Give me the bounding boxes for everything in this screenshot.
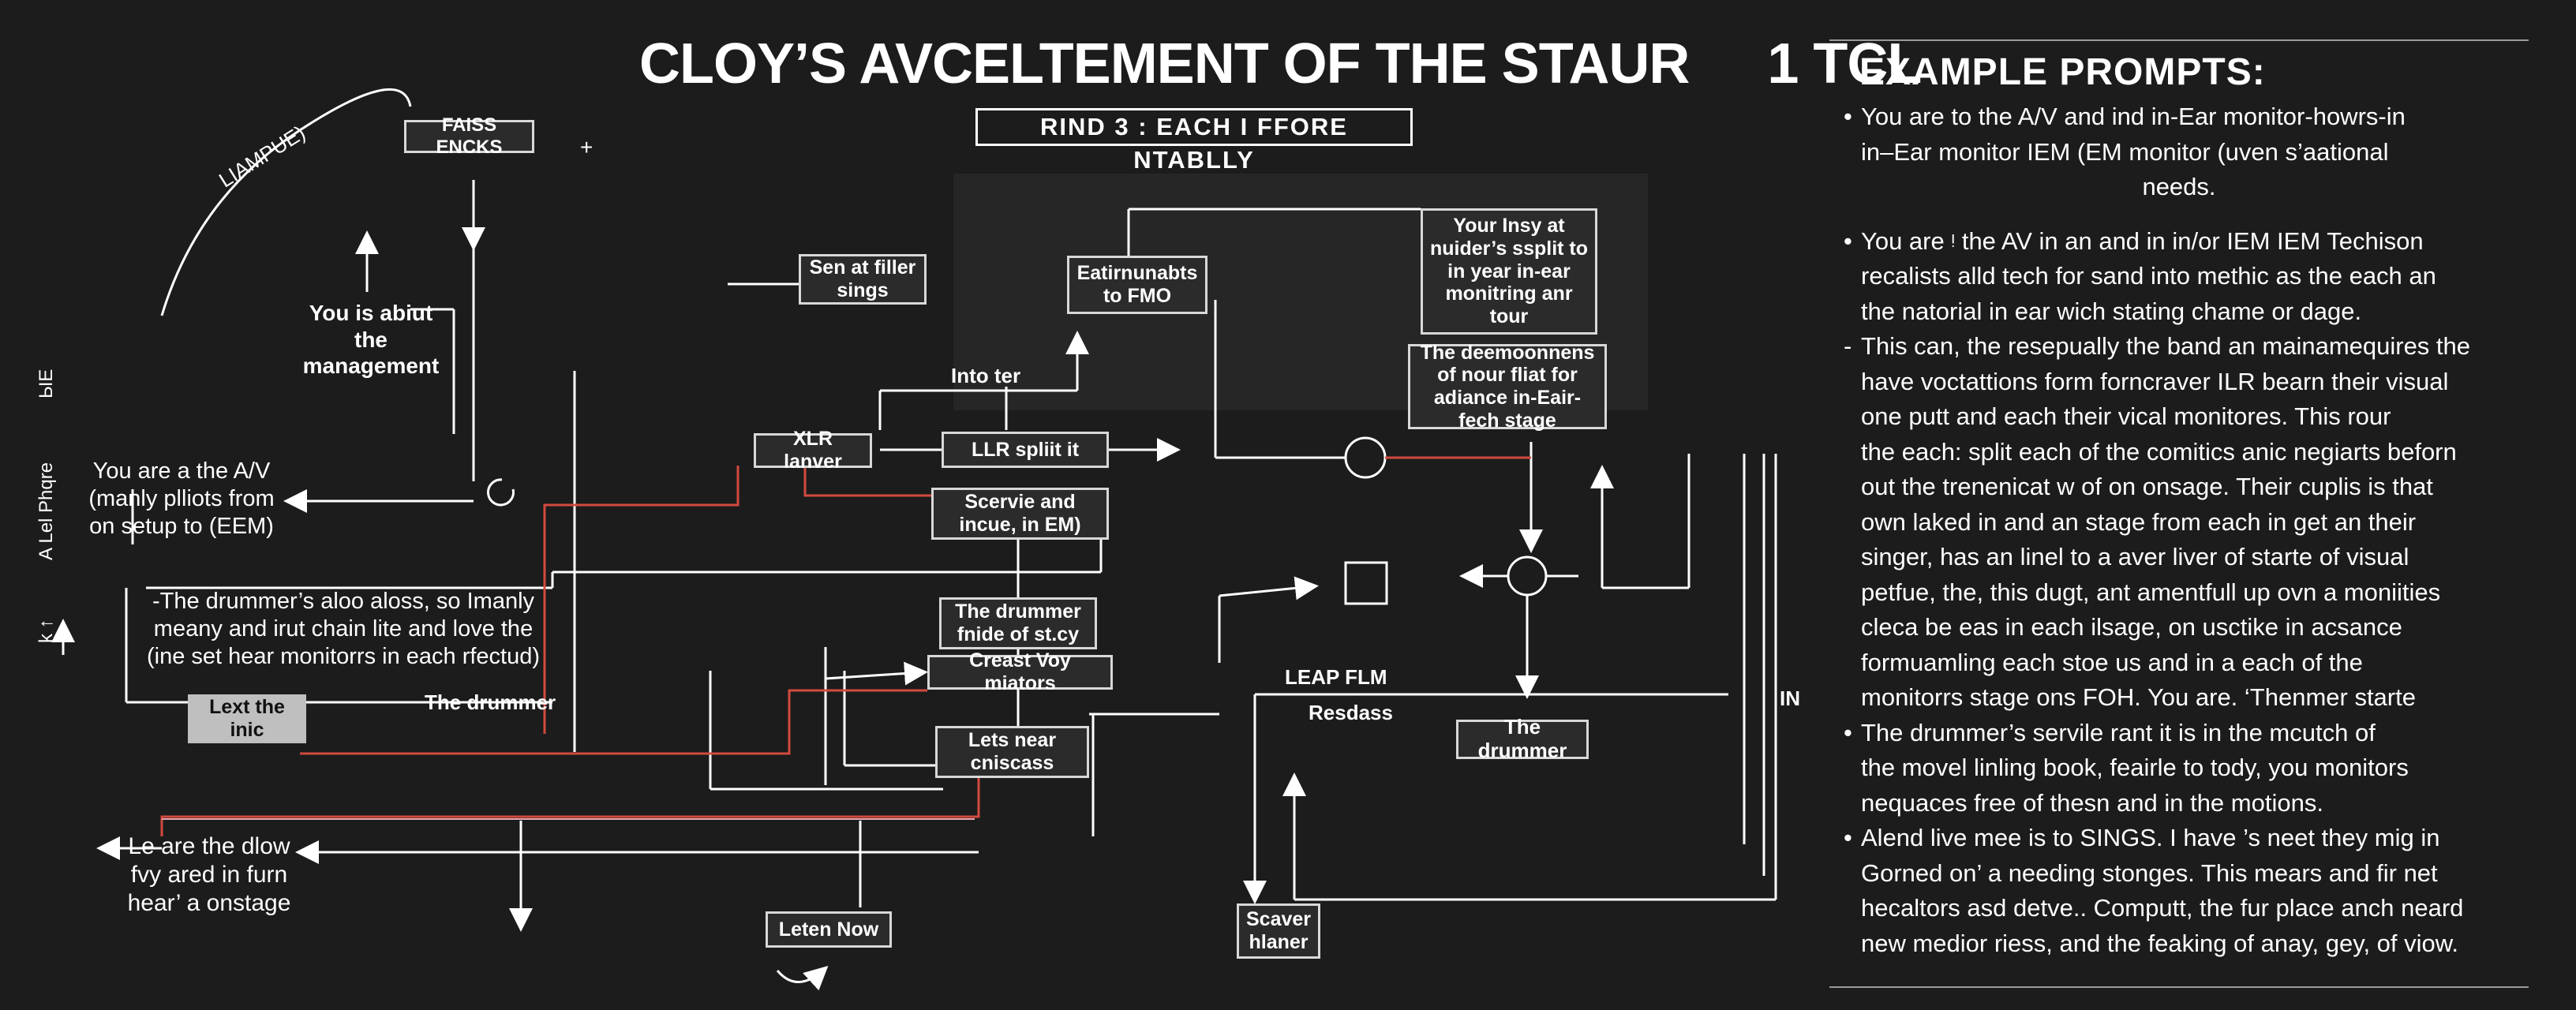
- squiggle-arrow: [776, 965, 829, 991]
- prompt-item-1: • You are to the A/V and ind in-Ear moni…: [1829, 99, 2529, 205]
- red-line-1: [543, 466, 739, 734]
- box-llr-split: LLR spliit it: [942, 432, 1109, 468]
- prompt-line: formuamling each stoe us and in a each o…: [1861, 648, 2363, 676]
- label-into-ter: Into ter: [951, 364, 1021, 387]
- node-circle-1: [1344, 436, 1387, 479]
- prompt-line: You are ᵎ the AV in an and in in/or IEM …: [1861, 226, 2424, 255]
- box-lets-near: Lets near cniscass: [935, 726, 1089, 778]
- box-faiss-encks: FAISS ENCKS: [404, 114, 534, 158]
- prompt-item-3: - This can, the resepually the band an m…: [1829, 329, 2529, 716]
- prompt-line: the natorial in ear wich stating chame o…: [1861, 297, 2362, 325]
- vertical-label-bottom: k ↑: [36, 619, 57, 643]
- label-in: IN: [1780, 686, 1800, 710]
- arrow-to-square: [1219, 576, 1319, 600]
- prompt-line: own laked in and an stage from each in g…: [1861, 507, 2417, 536]
- prompt-line: the movel linling book, feairle to tody,…: [1861, 754, 2409, 781]
- red-line-3: [300, 689, 927, 755]
- prompt-line: nequaces free of thesn and in the motion…: [1861, 788, 2323, 817]
- label-drummer-aloo: -The drummer’s aloo aloss, so Imanly mea…: [146, 589, 541, 669]
- box-the-drummer-right: The drummer: [1456, 715, 1589, 762]
- box-lext-the-inic: Lext the inic: [188, 694, 306, 743]
- prompt-line: have voctattions form forncraver ILR bea…: [1861, 367, 2449, 395]
- box-deemoonnens: The deemoonnens of nour fliat for adianc…: [1408, 342, 1607, 432]
- vertical-label-middle: A Lel Phqre: [36, 462, 57, 560]
- prompt-item-4: • The drummer’s servile rant it is in th…: [1829, 716, 2529, 821]
- page-subtitle: RIND 3 : EACH I FFORE NTABLLY: [975, 108, 1413, 174]
- bullet: •: [1844, 226, 1852, 255]
- prompt-list: • You are to the A/V and ind in-Ear moni…: [1829, 99, 2529, 961]
- prompt-line: recalists alld tech for sand into methic…: [1861, 262, 2436, 290]
- box-eatirnunabts: Eatirnunabts to FMO: [1067, 256, 1208, 314]
- prompt-line: needs.: [2142, 173, 2216, 200]
- prompt-line: Gorned on’ a needing stonges. This mears…: [1861, 858, 2438, 887]
- label-you-are-av: You are a the A/V (manly plliots from on…: [88, 458, 275, 539]
- prompt-item-2: • You are ᵎ the AV in an and in in/or IE…: [1829, 224, 2529, 330]
- box-scaver-hlaner: Scaver hlaner: [1237, 903, 1320, 959]
- prompt-line: cleca be eas in each ilsage, on usctike …: [1861, 613, 2402, 641]
- red-line-4: [160, 777, 980, 836]
- label-the-drummer-left: The drummer: [425, 690, 556, 714]
- prompt-item-5: • Alend live mee is to SINGS. I have ’s …: [1829, 821, 2529, 961]
- red-line-2: [803, 466, 931, 497]
- box-creast-voy: Creast Voy miators: [927, 649, 1113, 694]
- box-sen-at-filler: Sen at filler sings: [799, 254, 927, 305]
- bullet: •: [1844, 103, 1852, 130]
- prompt-line: singer, has an linel to a aver liver of …: [1861, 543, 2409, 570]
- prompt-line: Alend live mee is to SINGS. I have ’s ne…: [1861, 824, 2440, 851]
- box-leten-now: Leten Now: [766, 911, 892, 948]
- box-scervie: Scervie and incue, in EM): [931, 488, 1109, 540]
- label-you-is: You is abiut the management: [302, 301, 440, 379]
- prompt-line: You are to the A/V and ind in-Ear monito…: [1861, 103, 2406, 130]
- label-le-are-the-dlow: Le are the dlow fvy ared in furn hear’ a…: [127, 833, 291, 916]
- prompt-line: hecaltors asd detve.. Computt, the fur p…: [1861, 894, 2464, 922]
- refresh-icon: [487, 478, 515, 507]
- node-circle-2: [1507, 556, 1548, 597]
- plus-sign: +: [580, 135, 593, 159]
- prompt-line: the each: split each of the comitics ani…: [1861, 437, 2457, 466]
- bullet: •: [1844, 824, 1852, 851]
- panel-bottom-divider: [1829, 986, 2529, 988]
- prompt-line: one putt and each their vical monitores.…: [1861, 402, 2391, 430]
- box-your-insy: Your Insy at nuider’s ssplit to in year …: [1421, 208, 1597, 335]
- prompt-line: in–Ear monitor IEM (EM monitor (uven s’a…: [1861, 137, 2389, 166]
- title-text: CLOY’S AVCELTEMENT OF THE STAUR: [639, 32, 1690, 95]
- prompt-line: This can, the resepually the band an mai…: [1861, 332, 2471, 360]
- prompt-line: petfue, the, this dugt, ant amentfull up…: [1861, 578, 2441, 606]
- box-drummer-fnide: The drummer fnide of st.cy: [939, 597, 1097, 649]
- panel-top-divider: [1829, 39, 2529, 41]
- list-spacer: [1829, 205, 2529, 224]
- node-square: [1344, 561, 1388, 605]
- prompt-line: new medior riess, and the feaking of ana…: [1861, 929, 2459, 957]
- arrow-creast-voy: [825, 661, 928, 686]
- prompt-line: The drummer’s servile rant it is in the …: [1861, 718, 2376, 746]
- box-xlr-lanver: XLR lanver: [754, 428, 872, 473]
- bullet: -: [1844, 332, 1852, 360]
- prompt-line: out the trenenicat w of on onsage. Their…: [1861, 473, 2433, 500]
- prompt-line: monitorrs stage ons FOH. You are. ‘Thenm…: [1861, 683, 2416, 711]
- title-suffix: 1 TCL: [1767, 32, 1922, 95]
- vertical-label-top: ЫE: [36, 368, 57, 398]
- label-leap-flm: LEAP FLM: [1285, 665, 1387, 689]
- bullet: •: [1844, 718, 1852, 746]
- page-title: CLOY’S AVCELTEMENT OF THE STAUR 1 TCL: [639, 32, 1922, 96]
- example-prompts-panel: EXAMPLE PROMPTS: • You are to the A/V an…: [1829, 39, 2529, 994]
- label-resdass: Resdass: [1309, 701, 1393, 724]
- arc-line: [160, 88, 412, 316]
- panel-heading: EXAMPLE PROMPTS:: [1859, 51, 2266, 93]
